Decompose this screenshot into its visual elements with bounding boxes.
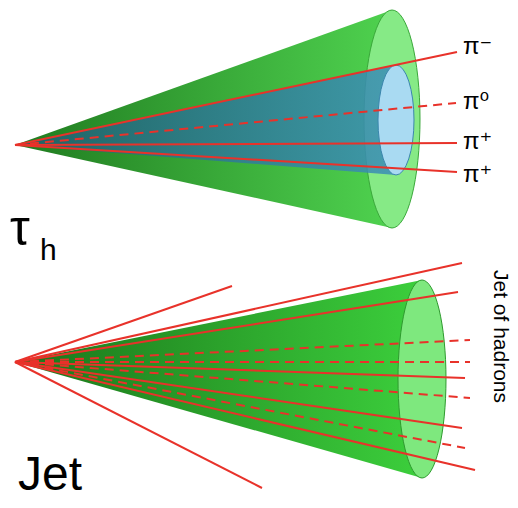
tau-subscript: h bbox=[40, 235, 57, 265]
particle-label: π⁰ bbox=[463, 89, 489, 113]
particle-label: π⁺ bbox=[463, 129, 492, 153]
tau-cone bbox=[15, 10, 457, 228]
jet-cone bbox=[15, 263, 475, 488]
particle-label: π⁺ bbox=[463, 162, 492, 186]
side-caption: Jet of hadrons bbox=[492, 269, 513, 402]
tau-symbol: τ bbox=[10, 203, 30, 253]
particle-label: π⁻ bbox=[463, 34, 492, 58]
jet-label: Jet bbox=[18, 450, 82, 498]
